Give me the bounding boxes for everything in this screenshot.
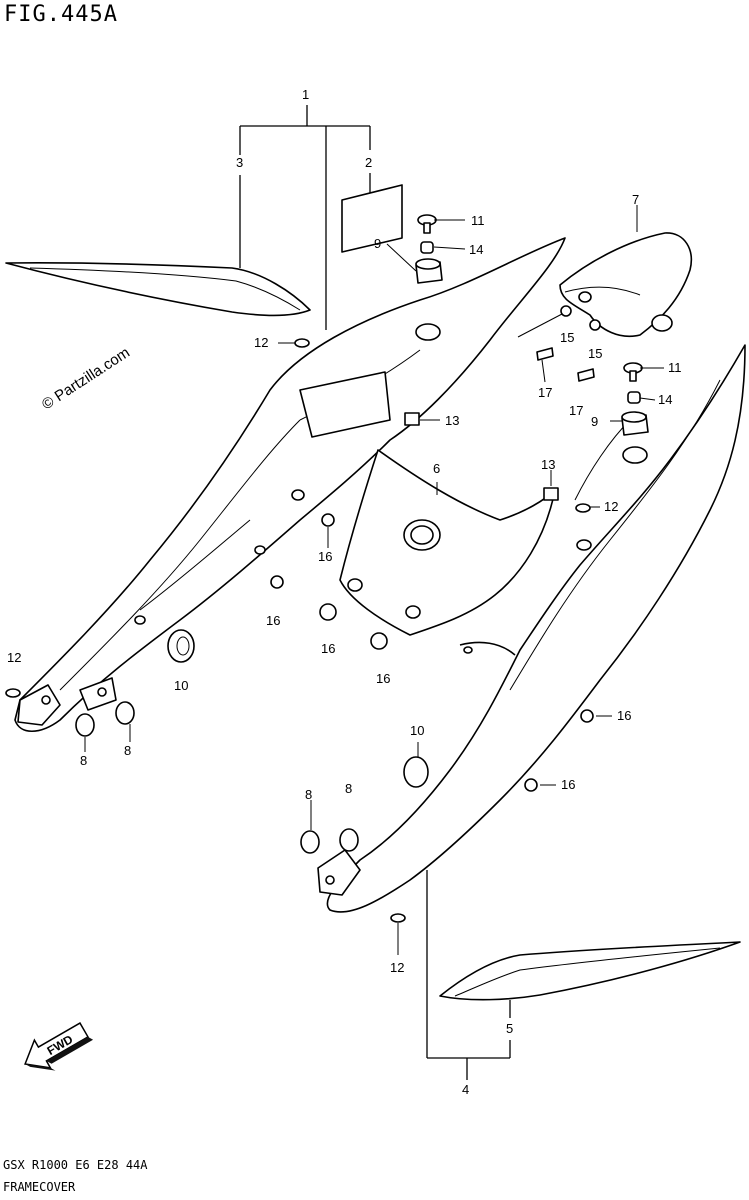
rear-tail-cover-part-7	[559, 232, 692, 337]
callout-14-b: 14	[658, 392, 672, 407]
collar-14-set	[420, 241, 641, 404]
clip-16-set	[270, 513, 594, 792]
leader-lines	[84, 205, 664, 955]
callout-4: 4	[462, 1082, 469, 1097]
callout-16-c: 16	[321, 641, 335, 656]
rivet-15-set	[560, 305, 601, 331]
screw-17-set	[536, 347, 595, 382]
callout-10-b: 10	[410, 723, 424, 738]
callout-16-e: 16	[617, 708, 631, 723]
callout-3: 3	[236, 155, 243, 170]
callout-2: 2	[365, 155, 372, 170]
bracket-1	[239, 105, 371, 330]
callout-9-b: 9	[591, 414, 598, 429]
callout-17-a: 17	[538, 385, 552, 400]
callout-8-a: 8	[80, 753, 87, 768]
callout-9-a: 9	[374, 236, 381, 251]
callout-6: 6	[433, 461, 440, 476]
watermark: © Partzilla.com	[39, 344, 133, 413]
callout-14-a: 14	[469, 242, 483, 257]
center-cover-part-6	[339, 449, 556, 636]
callout-labels: 1 2 3 4 5 6 7 8 8 8 8 9 9 10 10 11 11 12…	[7, 87, 682, 1097]
cushion-8-set	[75, 701, 359, 854]
left-side-trim-part-3	[5, 262, 311, 317]
callout-8-c: 8	[305, 787, 312, 802]
nut-13-set	[404, 412, 559, 501]
callout-16-d: 16	[376, 671, 390, 686]
callout-12-b: 12	[604, 499, 618, 514]
footer-code: GSX R1000 E6 E28 44A	[3, 1158, 148, 1172]
footer-name: FRAMECOVER	[3, 1180, 76, 1194]
grommet-9-left	[415, 258, 443, 284]
callout-12-a: 12	[254, 335, 268, 350]
callout-11-a: 11	[471, 213, 485, 228]
callout-16-b: 16	[266, 613, 280, 628]
grommet-10-right	[403, 756, 429, 788]
label-sticker-part-2	[341, 184, 403, 253]
callout-1: 1	[302, 87, 309, 102]
fwd-arrow-icon: FWD	[24, 1022, 94, 1071]
callout-12-c: 12	[7, 650, 21, 665]
callout-17-b: 17	[569, 403, 583, 418]
callout-8-d: 8	[345, 781, 352, 796]
bolt-11-set	[417, 214, 643, 382]
bracket-4	[426, 870, 511, 1080]
right-side-trim-part-5	[439, 941, 741, 1001]
screw-12-set	[5, 338, 591, 923]
callout-15-b: 15	[588, 346, 602, 361]
callout-12-d: 12	[390, 960, 404, 975]
callout-15-a: 15	[560, 330, 574, 345]
callout-16-f: 16	[561, 777, 575, 792]
grommet-9-right	[621, 411, 649, 436]
callout-13-b: 13	[541, 457, 555, 472]
callout-13-a: 13	[445, 413, 459, 428]
grommet-10-left	[167, 629, 195, 663]
left-frame-cover	[14, 237, 566, 733]
callout-16-a: 16	[318, 549, 332, 564]
callout-10-a: 10	[174, 678, 188, 693]
callout-7: 7	[632, 192, 639, 207]
fig-title: FIG.445A	[4, 2, 118, 27]
callout-8-b: 8	[124, 743, 131, 758]
right-frame-cover	[317, 344, 746, 913]
callout-11-b: 11	[668, 360, 682, 375]
callout-5: 5	[506, 1021, 513, 1036]
